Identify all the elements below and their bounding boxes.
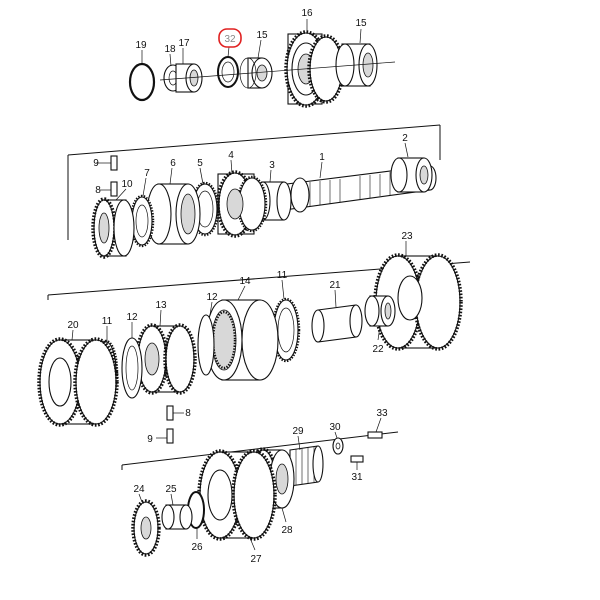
callout-33: 33	[376, 408, 388, 419]
gear-16	[284, 30, 345, 108]
sleeve-6	[146, 183, 201, 245]
spring-8-lower	[166, 405, 184, 421]
callout-16: 16	[301, 8, 313, 19]
callout-9-upper: 9	[93, 158, 99, 169]
pin-9-lower	[156, 428, 174, 444]
bearing-2	[390, 157, 433, 193]
hub-13	[135, 323, 197, 395]
gear-27	[197, 449, 277, 541]
o-ring-19	[128, 62, 156, 102]
row-4-group	[121, 431, 399, 557]
synchro-ring-7	[129, 194, 155, 248]
row-2-group	[67, 124, 441, 259]
callout-4: 4	[228, 150, 234, 161]
washer-25	[161, 504, 193, 530]
callout-5: 5	[197, 158, 203, 169]
callout-10: 10	[121, 179, 133, 190]
bearing-22	[364, 295, 396, 327]
synchro-ring-12-left	[121, 337, 143, 399]
pin-9-upper	[96, 155, 118, 171]
callout-26: 26	[191, 542, 203, 553]
row-1-group	[128, 30, 396, 108]
callout-12-right: 12	[206, 292, 218, 303]
callout-9-lower: 9	[147, 434, 153, 445]
callout-28: 28	[281, 525, 293, 536]
highlight-marker-32	[218, 28, 242, 48]
row-3-group	[37, 253, 471, 444]
callout-15-left: 15	[256, 30, 268, 41]
sleeve-14	[205, 299, 279, 381]
callout-8-lower: 8	[185, 408, 191, 419]
bearing-15-left	[239, 57, 273, 89]
callout-24: 24	[133, 484, 145, 495]
bearing-17	[175, 63, 203, 93]
callout-11-left: 11	[102, 316, 113, 327]
seal-ring-32	[217, 56, 239, 88]
callout-7: 7	[144, 168, 150, 179]
sleeve-21	[311, 304, 363, 343]
callout-17: 17	[178, 38, 190, 49]
gear-4	[216, 170, 268, 238]
callout-20: 20	[67, 320, 79, 331]
callout-32: 32	[224, 34, 236, 45]
callout-1: 1	[319, 152, 325, 163]
callout-21: 21	[329, 280, 341, 291]
callout-8-upper: 8	[95, 185, 101, 196]
callout-3: 3	[269, 160, 275, 171]
callout-23: 23	[401, 231, 413, 242]
callout-14: 14	[239, 276, 251, 287]
callout-11-right: 11	[277, 270, 288, 281]
needle-bearing-29	[289, 445, 324, 487]
callout-2: 2	[402, 133, 408, 144]
pin-33	[367, 431, 383, 439]
synchro-ring-12-right	[197, 314, 215, 376]
callout-31: 31	[351, 472, 363, 483]
callout-29: 29	[292, 426, 304, 437]
callout-13: 13	[155, 300, 167, 311]
callout-19: 19	[135, 40, 147, 51]
gear-20	[37, 337, 119, 427]
callout-27: 27	[250, 554, 262, 565]
callout-25: 25	[165, 484, 177, 495]
callout-12-left: 12	[126, 312, 138, 323]
callout-labels: 19 18 17 32 15 16 15 9 10 8 7 6 5 4 3 1 …	[67, 8, 413, 565]
leader-lines	[71, 19, 409, 551]
spring-8-upper	[100, 181, 118, 197]
callout-22: 22	[372, 344, 384, 355]
hub-10	[91, 197, 135, 259]
callout-6: 6	[170, 158, 176, 169]
washer-30	[332, 437, 344, 455]
pin-31	[350, 455, 364, 463]
callout-18: 18	[164, 44, 176, 55]
callout-30: 30	[329, 422, 341, 433]
bearing-15-right	[335, 43, 378, 87]
callout-15-right: 15	[355, 18, 367, 29]
gear-24	[131, 499, 161, 557]
